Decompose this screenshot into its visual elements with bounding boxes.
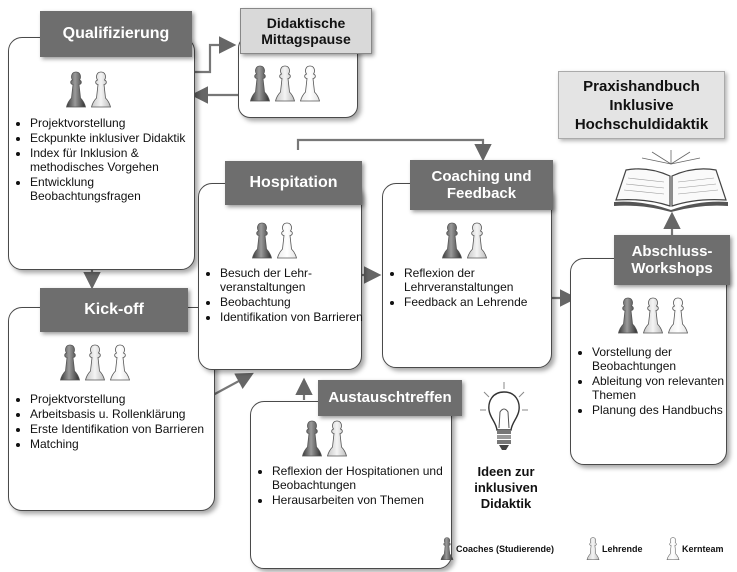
pawn-white-icon [109, 344, 131, 382]
pawn-dark-icon [440, 537, 454, 561]
pawn-white-icon [666, 537, 680, 561]
pawn-white-icon [667, 297, 689, 335]
abschluss-title: Abschluss-Workshops [614, 235, 730, 285]
pawn-light-icon [466, 222, 488, 260]
list-item: Feedback an Lehrende [404, 295, 560, 309]
austausch-list: Reflexion der Hospitationen und Beobacht… [257, 464, 450, 508]
qualifizierung-list: Projektvorstellung Eckpunkte inklusiver … [15, 116, 202, 204]
praxishandbuch-title: Praxishandbuch Inklusive Hochschuldidakt… [558, 71, 725, 139]
hospitation-box: Besuch der Lehr-veranstaltungen Beobacht… [198, 183, 363, 370]
legend-kernteam: Kernteam [666, 537, 724, 561]
pawn-group [251, 222, 298, 260]
arrow-kickoff-hospitation [212, 372, 254, 396]
pawn-group [441, 222, 488, 260]
book-icon [614, 150, 728, 212]
pawn-light-icon [642, 297, 664, 335]
abschluss-box: Vorstellung der Beobachtungen Ableitung … [570, 258, 727, 465]
austausch-box: Reflexion der Hospitationen und Beobacht… [250, 401, 452, 569]
pawn-light-icon [274, 65, 296, 103]
list-item: Planung des Handbuchs [592, 403, 734, 417]
list-item: Projektvorstellung [30, 392, 220, 406]
list-item: Beobachtung [220, 295, 368, 309]
pawn-dark-icon [301, 420, 323, 458]
list-item: Reflexion der Lehrveranstaltungen [404, 266, 560, 294]
pawn-dark-icon [65, 71, 87, 109]
list-item: Projektvorstellung [30, 116, 202, 130]
list-item: Reflexion der Hospitationen und Beobacht… [272, 464, 450, 492]
pawn-white-icon [299, 65, 321, 103]
pawn-dark-icon [249, 65, 271, 103]
pawn-light-icon [84, 344, 106, 382]
abschluss-list: Vorstellung der Beobachtungen Ableitung … [577, 345, 734, 418]
list-item: Identifikation von Barrieren [220, 310, 368, 324]
arrow-top-loop [296, 138, 492, 162]
legend-coaches: Coaches (Studierende) [440, 537, 554, 561]
pawn-dark-icon [251, 222, 273, 260]
qualifizierung-title: Qualifizierung [40, 11, 192, 57]
pawn-group [59, 344, 131, 382]
ideas-label: Ideen zur inklusiven Didaktik [474, 464, 538, 511]
legend-lehrende-label: Lehrende [602, 544, 643, 554]
list-item: Index für Inklusion & methodisches Vorge… [30, 146, 202, 174]
list-item: Herausarbeiten von Themen [272, 493, 450, 507]
pawn-dark-icon [441, 222, 463, 260]
pawn-group [249, 65, 321, 103]
pawn-group [65, 71, 112, 109]
coaching-box: Reflexion der Lehrveranstaltungen Feedba… [382, 183, 552, 368]
pawn-group [301, 420, 348, 458]
pawn-dark-icon [59, 344, 81, 382]
list-item: Erste Identifikation von Barrieren [30, 422, 220, 436]
coaching-list: Reflexion der Lehrveranstaltungen Feedba… [389, 266, 560, 310]
kickoff-box: Projektvorstellung Arbeitsbasis u. Rolle… [8, 307, 215, 511]
list-item: Eckpunkte inklusiver Didaktik [30, 131, 202, 145]
pawn-light-icon [586, 537, 600, 561]
list-item: Entwicklung Beobachtungsfragen [30, 175, 202, 203]
pawn-white-icon [276, 222, 298, 260]
list-item: Ableitung von relevanten Themen [592, 374, 734, 402]
pawn-dark-icon [617, 297, 639, 335]
qualifizierung-box: Projektvorstellung Eckpunkte inklusiver … [8, 37, 195, 270]
kickoff-list: Projektvorstellung Arbeitsbasis u. Rolle… [15, 392, 220, 452]
list-item: Vorstellung der Beobachtungen [592, 345, 734, 373]
list-item: Matching [30, 437, 220, 451]
austausch-title: Austauschtreffen [318, 380, 462, 416]
legend-kernteam-label: Kernteam [682, 544, 724, 554]
legend-coaches-label: Coaches (Studierende) [456, 544, 555, 554]
list-item: Besuch der Lehr-veranstaltungen [220, 266, 368, 294]
pawn-group [617, 297, 689, 335]
lightbulb-icon [480, 382, 528, 450]
list-item: Arbeitsbasis u. Rollenklärung [30, 407, 220, 421]
hospitation-list: Besuch der Lehr-veranstaltungen Beobacht… [205, 266, 368, 325]
pawn-light-icon [90, 71, 112, 109]
arrow-qualifizierung-mittagspause [192, 36, 237, 74]
pawn-light-icon [326, 420, 348, 458]
kickoff-title: Kick-off [40, 288, 188, 332]
mittagspause-title: Didaktische Mittagspause [240, 8, 372, 54]
legend-lehrende: Lehrende [586, 537, 643, 561]
coaching-title: Coaching und Feedback [410, 160, 553, 210]
hospitation-title: Hospitation [225, 161, 362, 205]
